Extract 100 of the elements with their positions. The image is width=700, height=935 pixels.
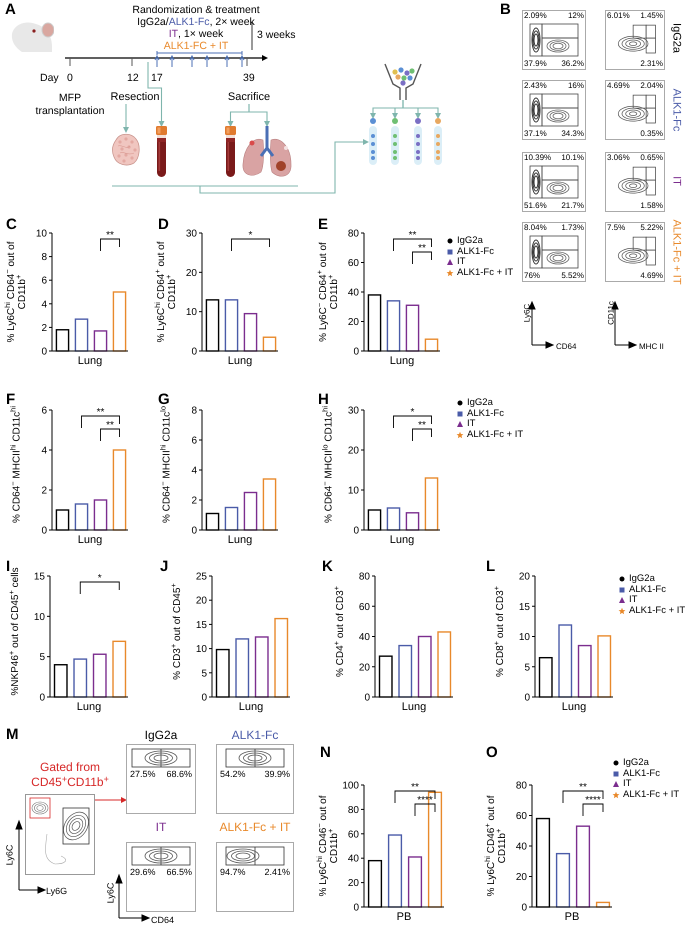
arrow bbox=[402, 100, 441, 119]
tick-label: 10 bbox=[518, 632, 530, 643]
percentage-label: 1.58% bbox=[640, 201, 663, 211]
percentage-label: 5.22% bbox=[640, 223, 663, 233]
arrow bbox=[111, 139, 369, 194]
tick-label: 5 bbox=[524, 662, 530, 674]
flow-cytometry-plot bbox=[522, 10, 586, 70]
tick-label: 0 bbox=[39, 692, 45, 701]
significance-label: ** bbox=[579, 782, 587, 793]
tick-label: 20 bbox=[348, 878, 359, 890]
percentage-label: 29.6% bbox=[130, 867, 156, 877]
day-number: 39 bbox=[243, 72, 255, 85]
category-label: Lung bbox=[400, 701, 428, 713]
significance-label: ** bbox=[408, 230, 416, 241]
plot-title: ALK1-Fc + IT bbox=[219, 820, 291, 834]
tick-label: 6 bbox=[191, 436, 197, 446]
legend-text: IT bbox=[629, 595, 638, 605]
significance-label: ** bbox=[96, 407, 104, 418]
legend-text: ALK1-Fc bbox=[467, 408, 504, 418]
percentage-label: 21.7% bbox=[561, 201, 584, 211]
event-label: MFP transplantation bbox=[34, 92, 106, 118]
legend-text: ALK1-Fc bbox=[623, 768, 660, 778]
significance-label: * bbox=[98, 573, 102, 584]
panel-letter: B bbox=[500, 3, 511, 16]
percentage-label: 2.41% bbox=[264, 867, 290, 877]
legend-text: IT bbox=[457, 257, 466, 267]
tick-label: 20 bbox=[186, 268, 197, 279]
axis-label: CD64 bbox=[151, 914, 174, 927]
tick-label: 15 bbox=[196, 620, 207, 631]
percentage-label: 66.5% bbox=[166, 867, 192, 877]
tick-label: 30 bbox=[186, 228, 197, 240]
significance-label: ** bbox=[418, 243, 426, 254]
tick-label: 15 bbox=[34, 572, 45, 582]
significance-label: ** bbox=[106, 420, 114, 431]
category-label: Lung bbox=[76, 355, 104, 367]
axis-label: Ly6G bbox=[46, 885, 68, 898]
tick-label: 25 bbox=[196, 572, 207, 582]
legend-text: ALK1-Fc + IT bbox=[467, 430, 524, 440]
tick-label: 0 bbox=[353, 346, 359, 355]
percentage-label: 4.69% bbox=[640, 271, 663, 281]
arrow bbox=[123, 104, 129, 133]
axis-label: MHC II bbox=[639, 341, 664, 353]
plot-title: IT bbox=[156, 820, 166, 834]
percentage-label: 3.06% bbox=[607, 153, 630, 163]
tick-label: 80 bbox=[348, 804, 359, 816]
panel-letter: I bbox=[6, 560, 10, 573]
significance-label: ** bbox=[106, 230, 114, 241]
percentage-label: 37.1% bbox=[524, 129, 547, 139]
legend-text: IT bbox=[467, 419, 476, 429]
tick-label: 5 bbox=[39, 652, 45, 664]
significance-label: **** bbox=[417, 795, 433, 806]
tick-label: 40 bbox=[348, 854, 359, 865]
flow-cytometry-plot bbox=[605, 80, 665, 140]
category-label: Lung bbox=[388, 355, 416, 367]
tick-label: 2 bbox=[41, 486, 47, 496]
treatment-text: , 2× week bbox=[210, 16, 255, 28]
tick-label: 0 bbox=[353, 526, 359, 534]
tick-label: 2 bbox=[41, 322, 47, 334]
percentage-label: 8.04% bbox=[524, 223, 547, 233]
legend-text: ALK1-Fc bbox=[457, 246, 494, 256]
percentage-label: 0.65% bbox=[640, 153, 663, 163]
tick-label: 4 bbox=[41, 446, 47, 456]
tick-label: 80 bbox=[358, 572, 370, 582]
flow-cytometry-plot bbox=[522, 152, 586, 212]
plot-title: ALK1-Fc bbox=[232, 728, 278, 742]
tick-label: 40 bbox=[358, 632, 370, 643]
axis-label: CD64 bbox=[556, 341, 576, 353]
tick-label: 100 bbox=[342, 780, 359, 792]
legend-text: ALK1-Fc + IT bbox=[629, 606, 686, 616]
percentage-label: 6.01% bbox=[607, 11, 630, 21]
tick-label: 6 bbox=[41, 276, 47, 287]
tick-label: 60 bbox=[516, 811, 527, 822]
day-number: 12 bbox=[127, 72, 139, 85]
tick-label: 2 bbox=[191, 496, 197, 506]
percentage-label: 1.73% bbox=[561, 223, 584, 233]
flow-cytometry-plot bbox=[605, 10, 665, 70]
percentage-label: 39.9% bbox=[264, 769, 290, 779]
day-number: 17 bbox=[151, 72, 163, 85]
treatment-text: IT bbox=[168, 28, 178, 40]
tick-label: 10 bbox=[34, 612, 45, 623]
tick-label: 0 bbox=[201, 692, 207, 701]
tick-label: 60 bbox=[348, 829, 359, 840]
tick-label: 0 bbox=[524, 692, 530, 701]
category-label: Lung bbox=[560, 701, 588, 713]
row-label: ALK1-Fc bbox=[670, 88, 682, 132]
tick-label: 20 bbox=[358, 662, 370, 674]
percentage-label: 37.9% bbox=[524, 59, 547, 69]
percentage-label: 27.5% bbox=[130, 769, 156, 779]
panel-letter: C bbox=[6, 218, 17, 231]
tick-label: 0 bbox=[353, 902, 359, 911]
panel-letter: K bbox=[322, 560, 333, 573]
axis-label: Ly6C bbox=[522, 304, 532, 322]
panel-letter: F bbox=[6, 393, 16, 406]
legend-text: IgG2a bbox=[629, 574, 655, 584]
legend-text: ALK1-Fc + IT bbox=[623, 790, 680, 800]
significance-label: * bbox=[248, 230, 252, 241]
tick-label: 10 bbox=[186, 307, 197, 318]
tick-label: 10 bbox=[36, 228, 47, 240]
treatment-text: Randomization & treatment bbox=[132, 4, 260, 16]
tick-label: 20 bbox=[348, 446, 359, 456]
